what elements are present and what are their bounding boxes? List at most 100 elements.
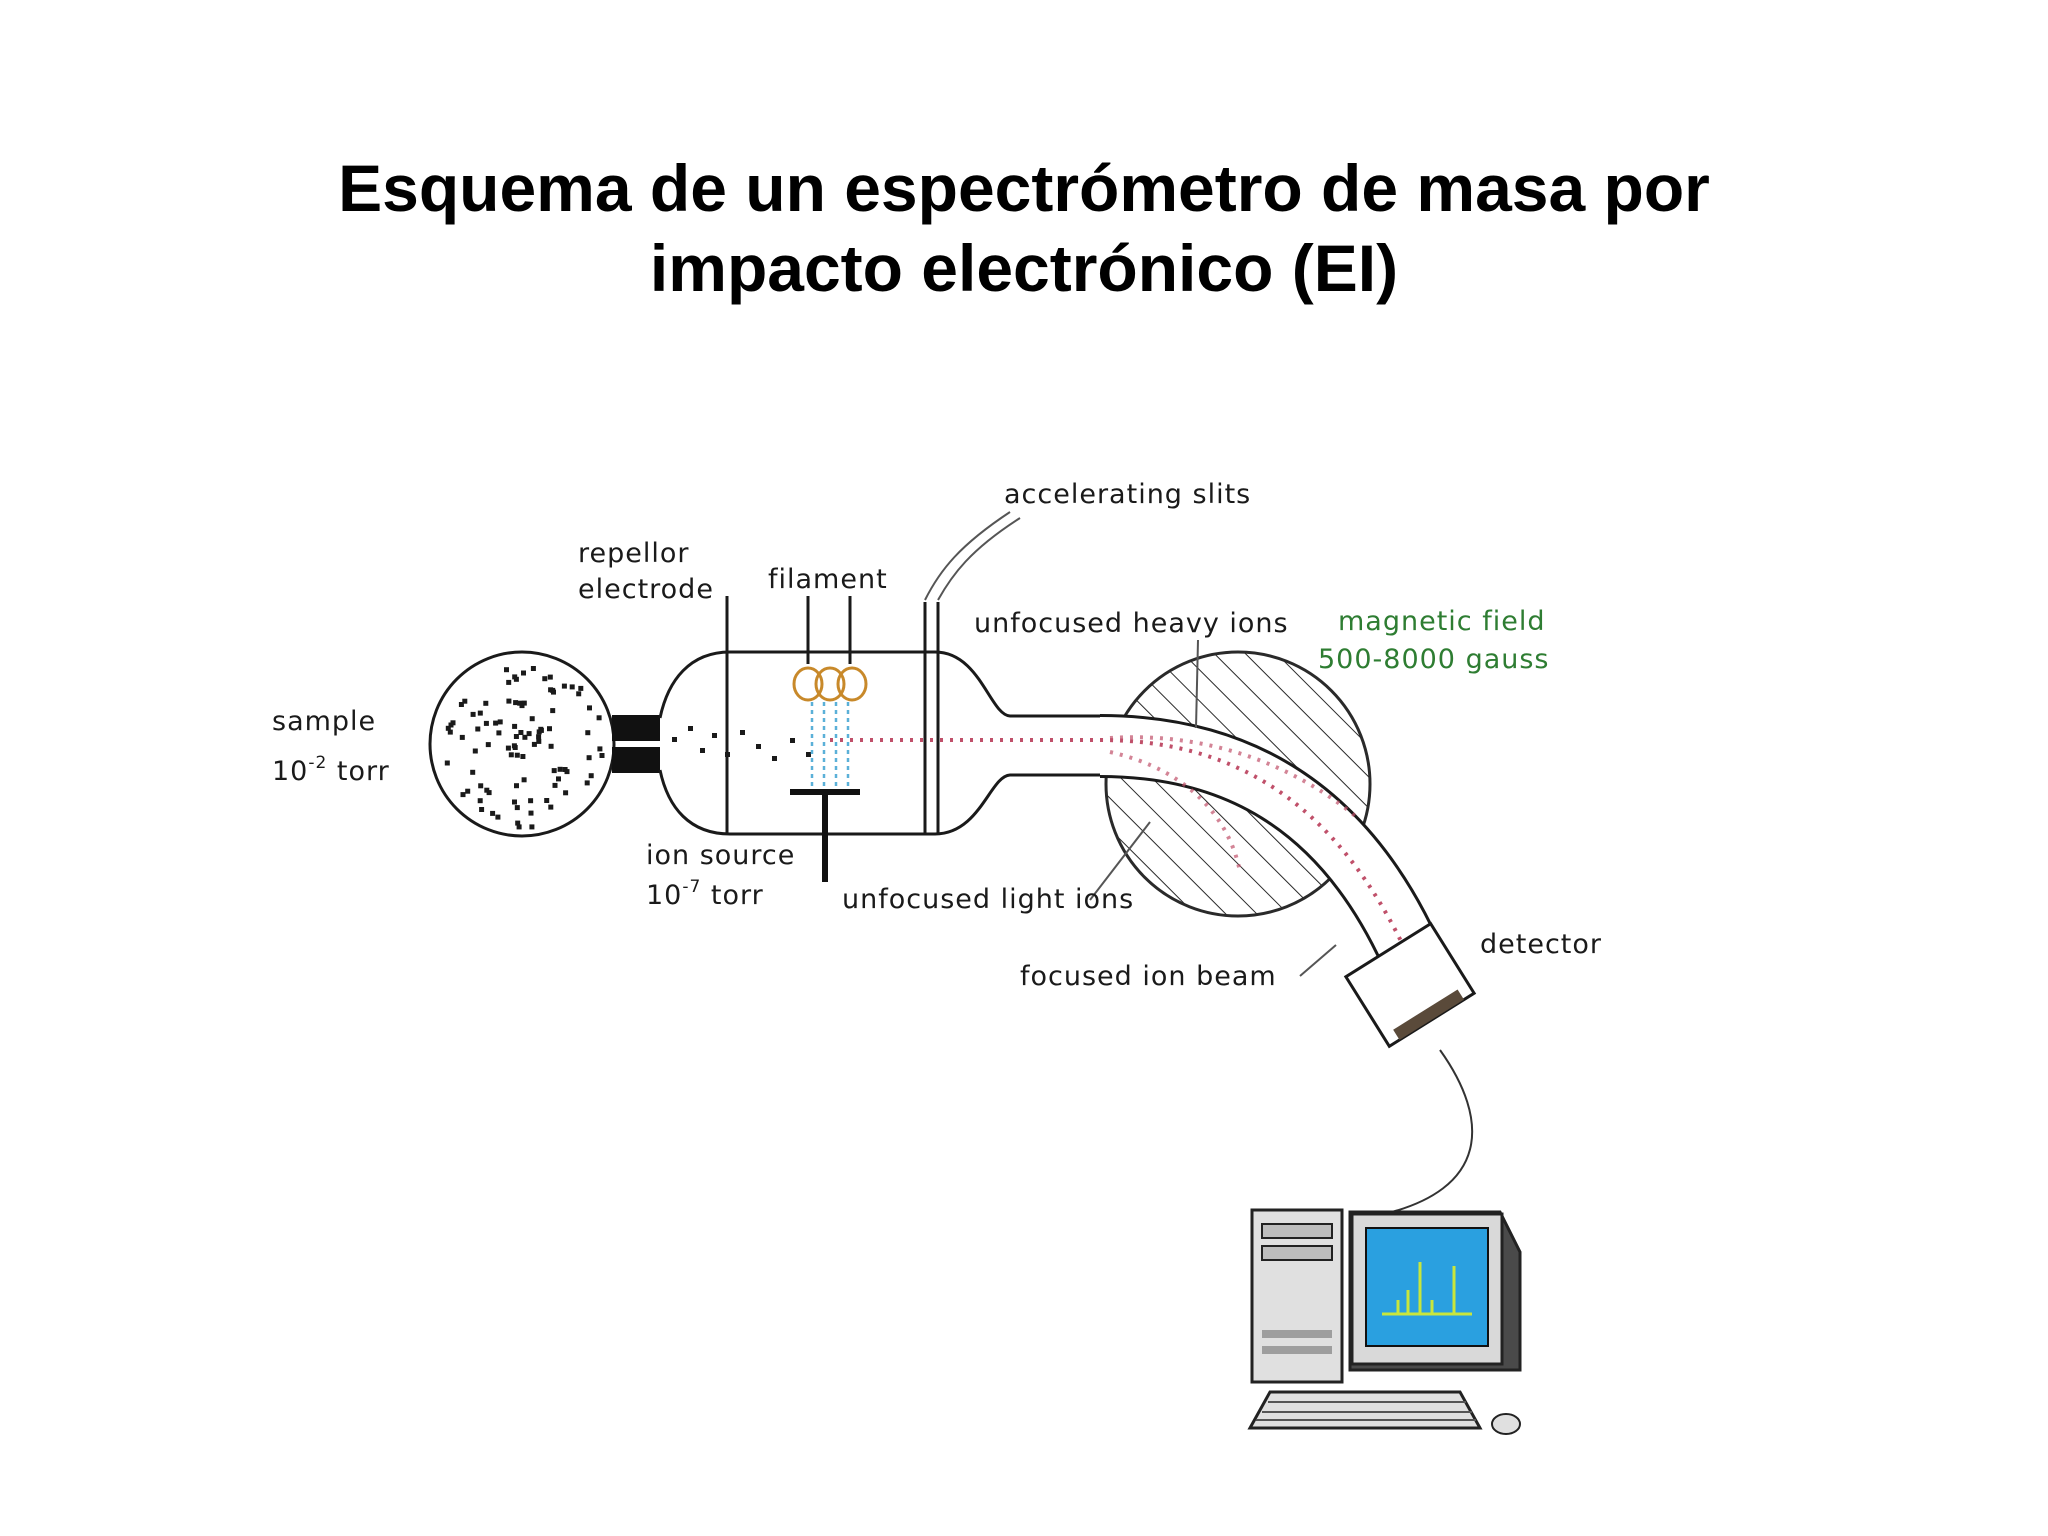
sample-molecule bbox=[512, 723, 518, 729]
sample-molecule bbox=[521, 670, 526, 676]
sample-molecule bbox=[497, 719, 503, 725]
sample-molecules bbox=[444, 666, 605, 830]
sample-molecule bbox=[548, 743, 554, 749]
sample-molecule bbox=[544, 798, 550, 803]
sample-molecule bbox=[477, 710, 483, 716]
sample-molecule bbox=[557, 766, 563, 772]
sample-molecule bbox=[514, 805, 520, 811]
sample-molecule bbox=[459, 734, 465, 740]
label-ion-source: ion source bbox=[646, 840, 795, 871]
sample-molecule bbox=[550, 708, 556, 714]
injected-molecules bbox=[672, 726, 811, 761]
leader-lines bbox=[924, 511, 1337, 977]
sample-molecule bbox=[548, 687, 554, 693]
sample-molecule bbox=[511, 743, 517, 749]
sample-molecule bbox=[538, 726, 544, 732]
sample-molecule bbox=[530, 666, 536, 671]
sample-molecule bbox=[521, 777, 527, 783]
sample-molecule bbox=[512, 674, 518, 680]
label-sample-pressure: 10-2 torr bbox=[272, 753, 390, 787]
sample-molecule bbox=[588, 773, 594, 779]
sample-molecule bbox=[445, 725, 451, 731]
sample-molecule bbox=[448, 722, 454, 728]
sample-molecule bbox=[478, 783, 484, 789]
sample-molecule bbox=[484, 787, 490, 793]
sample-molecule bbox=[528, 798, 534, 804]
sample-molecule bbox=[514, 783, 519, 789]
sample-molecule bbox=[485, 742, 491, 748]
label-detector: detector bbox=[1480, 929, 1602, 960]
label-magnetic-field-line-1: magnetic field bbox=[1338, 606, 1545, 637]
sample-molecule bbox=[496, 730, 502, 736]
sample-molecule bbox=[578, 685, 584, 691]
sample-molecule bbox=[465, 788, 471, 794]
label-magnetic-field-line-2: 500-8000 gauss bbox=[1318, 644, 1550, 675]
sample-molecule bbox=[444, 760, 450, 766]
computer-workstation-icon bbox=[1247, 1208, 1522, 1435]
sample-molecule bbox=[519, 703, 525, 709]
label-repellor-line-1: repellor bbox=[578, 538, 690, 569]
label-focused-ion-beam: focused ion beam bbox=[1020, 961, 1277, 992]
label-unfocused-heavy-ions: unfocused heavy ions bbox=[974, 608, 1289, 639]
inlet-valve bbox=[612, 715, 660, 773]
sample-molecule bbox=[531, 741, 537, 747]
flight-tube bbox=[1099, 714, 1440, 966]
label-filament: filament bbox=[768, 564, 888, 595]
sample-molecule bbox=[548, 804, 554, 810]
detector-cable bbox=[1379, 1049, 1474, 1216]
sample-molecule bbox=[479, 807, 485, 812]
sample-molecule bbox=[552, 782, 558, 788]
sample-molecule bbox=[514, 752, 520, 758]
sample-molecule bbox=[493, 720, 499, 726]
sample-molecule bbox=[505, 745, 511, 751]
sample-molecule bbox=[518, 730, 524, 735]
sample-molecule bbox=[563, 790, 569, 796]
sample-molecule bbox=[584, 780, 590, 786]
sample-molecule bbox=[447, 729, 453, 735]
sample-bulb bbox=[428, 650, 616, 838]
sample-molecule bbox=[462, 698, 468, 704]
label-accelerating-slits: accelerating slits bbox=[1004, 479, 1251, 510]
sample-molecule bbox=[551, 768, 557, 774]
sample-molecule bbox=[477, 798, 483, 804]
title-line-2: impacto electrónico (EI) bbox=[649, 231, 1399, 305]
sample-molecule bbox=[556, 776, 561, 782]
sample-molecule bbox=[483, 720, 489, 726]
sample-molecule bbox=[490, 810, 496, 816]
sample-molecule bbox=[596, 715, 602, 721]
sample-molecule bbox=[512, 799, 517, 805]
sample-molecule bbox=[529, 824, 535, 830]
sample-molecule bbox=[586, 755, 592, 761]
detector bbox=[1343, 921, 1477, 1049]
sample-molecule bbox=[516, 824, 522, 830]
sample-molecule bbox=[520, 754, 526, 759]
sample-molecule bbox=[460, 792, 466, 798]
label-unfocused-light-ions: unfocused light ions bbox=[842, 884, 1134, 915]
sample-molecule bbox=[504, 667, 509, 673]
label-sample: sample bbox=[272, 706, 376, 737]
sample-molecule bbox=[526, 731, 532, 737]
sample-molecule bbox=[458, 702, 464, 707]
page-title: Esquema de un espectrómetro de masa por … bbox=[0, 148, 2048, 308]
sample-molecule bbox=[599, 753, 605, 758]
sample-molecule bbox=[528, 810, 534, 816]
sample-molecule bbox=[542, 676, 548, 682]
sample-molecule bbox=[513, 700, 519, 706]
sample-molecule bbox=[562, 767, 568, 772]
sample-molecule bbox=[569, 684, 575, 690]
sample-molecule bbox=[536, 738, 542, 744]
label-ion-source-pressure: 10-7 torr bbox=[646, 877, 764, 911]
title-line-1: Esquema de un espectrómetro de masa por bbox=[338, 151, 1710, 225]
sample-molecule bbox=[585, 730, 591, 736]
filament bbox=[790, 596, 868, 882]
sample-molecule bbox=[508, 752, 514, 758]
sample-molecule bbox=[547, 674, 553, 680]
sample-molecule bbox=[506, 698, 512, 704]
sample-molecule bbox=[475, 726, 481, 732]
sample-molecule bbox=[483, 700, 489, 706]
sample-molecule bbox=[576, 691, 582, 697]
sample-molecule bbox=[470, 769, 476, 775]
sample-molecule bbox=[536, 734, 542, 740]
sample-molecule bbox=[522, 734, 528, 740]
